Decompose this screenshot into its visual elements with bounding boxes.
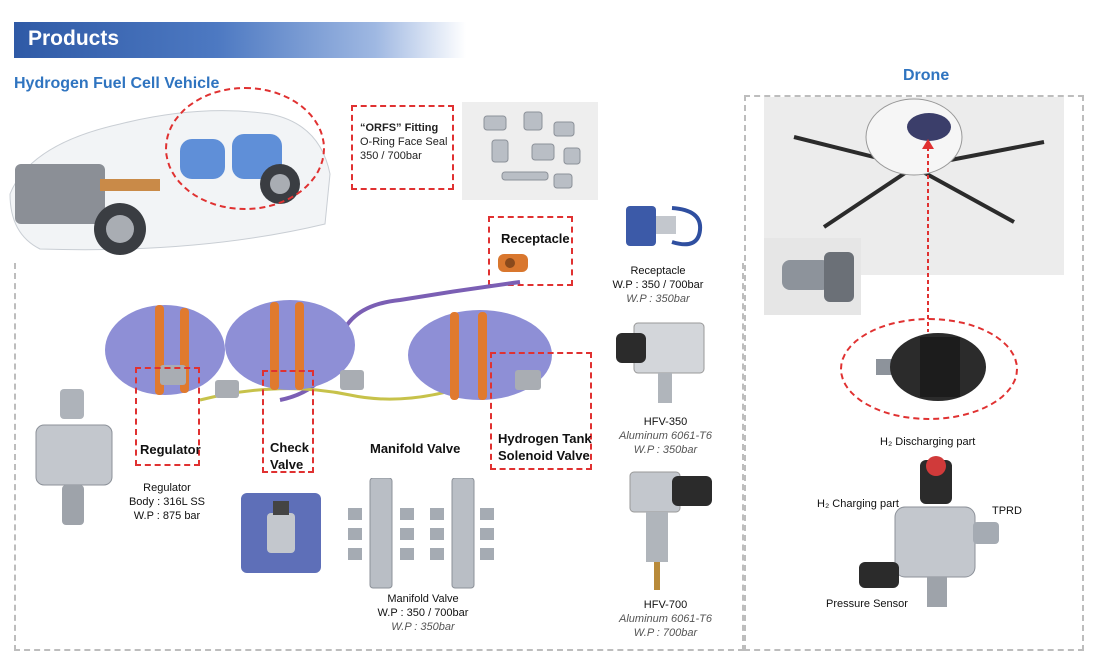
drone-tank-photo [876,333,986,401]
manifold-caption-wp: W.P : 350 / 700bar [377,607,469,619]
receptacle-caption-wp2: W.P : 350bar [626,293,690,305]
orfs-name: “ORFS” Fitting [360,122,439,134]
manifold-label: Manifold Valve [370,441,461,456]
page-title: Products [28,27,120,50]
regulator-caption-body: Body : 316L SS [128,496,206,508]
solenoid-box [490,352,592,470]
orfs-line2: 350 / 700bar [360,150,422,162]
solenoid-label-2: Solenoid Valve [498,448,590,463]
manifold-valve-photo [348,478,494,589]
solenoid-label-1: Hydrogen Tank [498,431,592,446]
check-valve-box [262,370,314,473]
hfv350-material: Aluminum 6061-T6 [619,430,712,442]
manifold-caption-wp2: W.P : 350bar [391,621,455,633]
discharging-label: H₂ Discharging part [880,436,976,448]
regulator-caption-name: Regulator [143,482,191,494]
hfv700-wp: W.P : 700bar [633,627,698,639]
hfv350-photo [616,322,705,403]
check-valve-label-2: Valve [270,457,304,472]
receptacle-part [498,254,528,272]
hfv350-wp: W.P : 350bar [633,444,698,456]
drone-section-title: Drone [903,67,950,84]
hfv700-name: HFV-700 [643,599,688,611]
receptacle-caption-name: Receptacle [630,265,686,277]
drone-arrow [922,139,934,332]
regulator-box [135,367,200,466]
vehicle-section-title: Hydrogen Fuel Cell Vehicle [14,75,220,92]
check-valve-label-1: Check [270,440,310,455]
hfv350-name: HFV-350 [643,416,688,428]
hfv700-material: Aluminum 6061-T6 [619,613,712,625]
check-valve-photo [241,493,321,573]
regulator-photo [35,389,113,525]
orfs-fittings-photo [462,102,598,200]
receptacle-photo [626,206,703,247]
regulator-caption-wp: W.P : 875 bar [133,510,201,522]
receptacle-label: Receptacle [501,231,570,246]
drone-detail-photo [764,238,861,315]
tprd-label: TPRD [992,505,1022,517]
pressure-sensor-label: Pressure Sensor [826,598,908,610]
charging-label: H₂ Charging part [817,498,899,510]
vehicle-frame [14,263,744,651]
manifold-caption-name: Manifold Valve [387,593,459,605]
receptacle-caption-wp: W.P : 350 / 700bar [612,279,704,291]
orfs-line1: O-Ring Face Seal [360,136,448,148]
car-tank-highlight [165,87,325,210]
receptacle-box [488,216,573,286]
hfv700-photo [629,471,712,590]
drone-tank-highlight [840,318,1018,420]
orfs-box [351,105,454,190]
header-banner: Products [14,22,466,58]
drone-frame [744,95,1084,651]
regulator-label: Regulator [140,442,201,457]
drone-valve-photo [859,456,999,607]
